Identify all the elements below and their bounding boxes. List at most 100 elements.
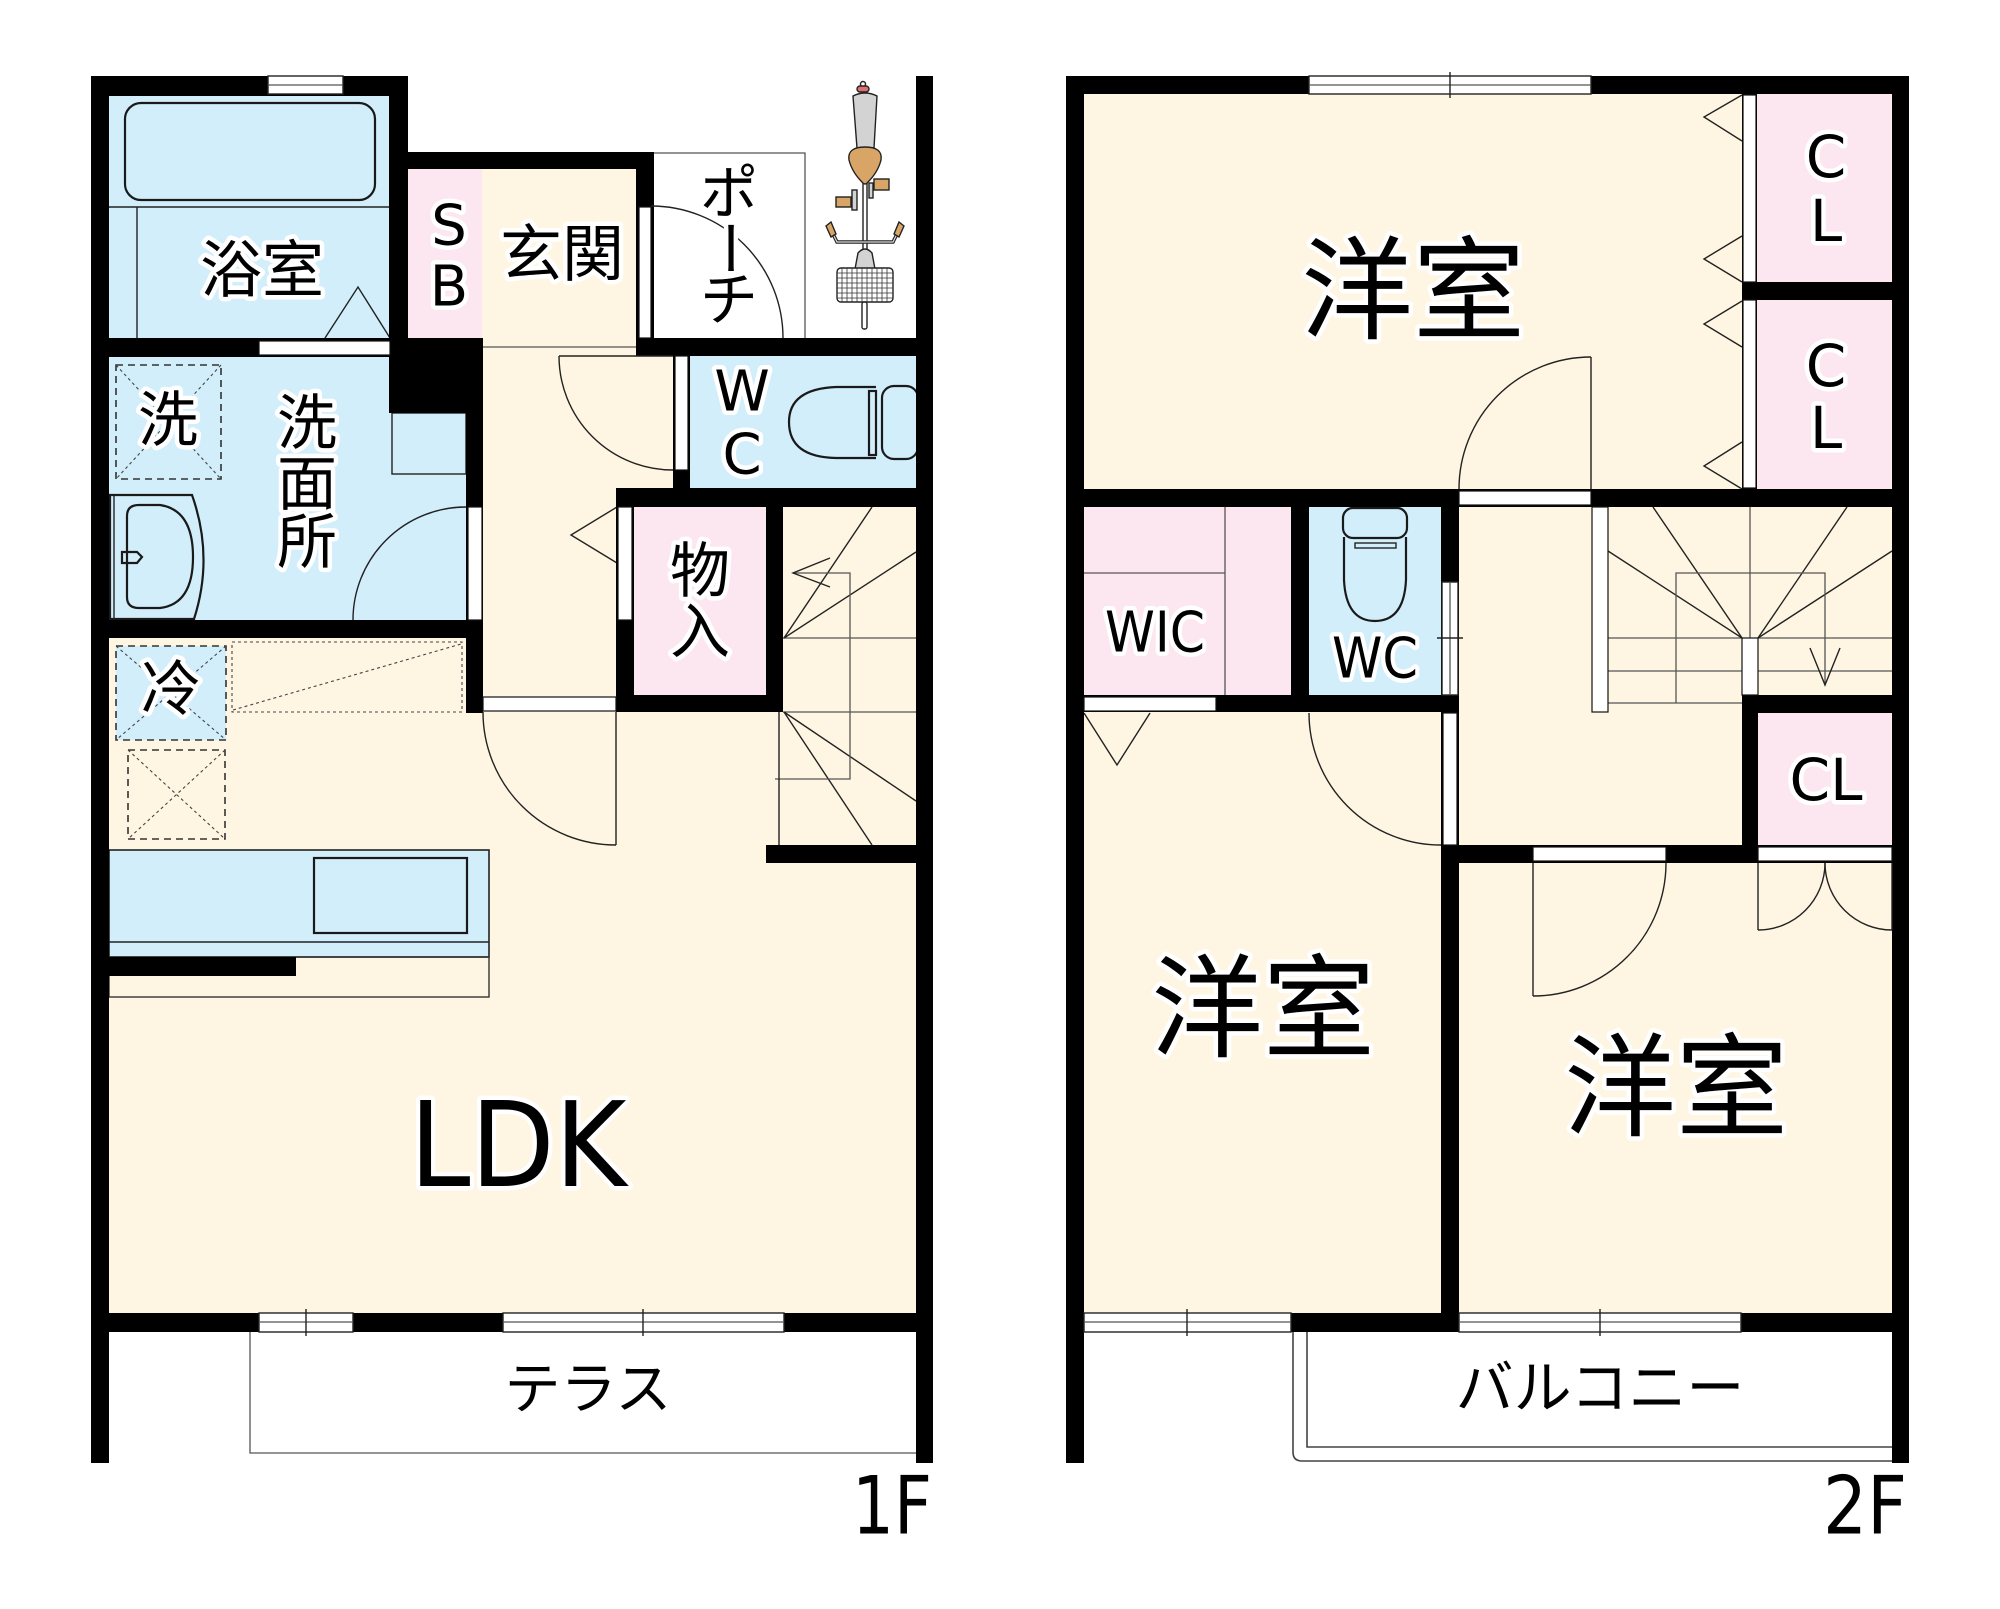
closet-3-floor	[1758, 713, 1892, 845]
label-toilet-1: W	[714, 360, 769, 425]
label-closet-1-c: C	[1806, 123, 1847, 191]
western-room-southeast-door-swing	[1532, 862, 1667, 997]
wall	[91, 76, 408, 96]
washing-machine-space	[115, 364, 222, 480]
ldk-door-swing	[482, 711, 617, 846]
label-balcony: バルコニー	[1456, 1354, 1745, 1422]
floor-2f: 洋室 C L C L WIC WC CL 洋室 洋室 バルコニー 2F	[1066, 72, 1909, 1553]
folding-door-marker	[1702, 94, 1743, 142]
western-room-southwest-floor	[1084, 712, 1441, 1313]
stair-handrail	[775, 572, 851, 780]
porch-outline	[654, 152, 806, 338]
bicycle-crank	[868, 182, 874, 199]
walk-in-closet-shelves	[1084, 507, 1226, 695]
washbasin-icon	[108, 493, 205, 621]
label-shoe-box-2: B	[430, 255, 468, 320]
wall	[389, 76, 408, 338]
bathtub-outline	[123, 101, 377, 202]
walk-in-closet-floor	[1084, 507, 1291, 695]
label-western-room-southwest: 洋室	[1151, 945, 1375, 1075]
window-ldk-large	[502, 1309, 785, 1336]
wall	[1066, 76, 1084, 1463]
bathtub-icon	[109, 101, 391, 339]
label-porch-3: チ	[700, 266, 758, 334]
bicycle-basket-grid	[837, 268, 893, 302]
kitchen	[108, 641, 490, 998]
wall	[766, 507, 783, 712]
bicycle-grip	[825, 220, 837, 239]
toilet-hinge	[1354, 542, 1397, 549]
upper-cabinet	[231, 641, 463, 713]
western-room-southeast-floor	[1459, 863, 1892, 1313]
appliance-space	[127, 749, 226, 840]
window-north	[1308, 72, 1592, 98]
wall	[1892, 76, 1909, 1463]
doors-2f	[1083, 94, 1893, 997]
refrigerator-diagonal	[115, 645, 227, 741]
bicycle-pedal	[835, 196, 852, 208]
stair-post	[1741, 637, 1759, 696]
storage-door-frame	[617, 506, 633, 621]
stair-handrail	[1675, 572, 1826, 703]
windows-2f	[1083, 72, 1742, 1336]
washroom-door-frame	[467, 506, 483, 621]
western-room-southeast-door-frame	[1532, 846, 1667, 862]
kitchen-sink-icon	[312, 856, 469, 935]
stair-post	[1591, 506, 1609, 713]
western-room-southwest-door-swing	[1308, 712, 1442, 846]
bicycle-crank	[851, 189, 858, 211]
stair-winder	[1607, 550, 1743, 639]
window-toilet	[1437, 581, 1463, 696]
folding-door-marker	[1702, 300, 1743, 348]
windows-1f	[258, 75, 785, 1336]
labels-2f: 洋室 C L C L WIC WC CL 洋室 洋室 バルコニー 2F	[1101, 119, 1908, 1553]
bicycle-handlebar	[829, 229, 901, 244]
wall	[1742, 695, 1758, 863]
appliance-diagonal	[127, 749, 226, 840]
label-toilet-2: C	[722, 423, 761, 488]
label-porch-1: ポ	[700, 159, 758, 227]
shoe-box-floor	[408, 169, 482, 338]
terrace-outline	[249, 1332, 916, 1454]
closet-1-floor	[1757, 94, 1892, 282]
wall	[616, 488, 933, 507]
floor-label-1f: 1F	[852, 1460, 932, 1553]
western-room-north-floor	[1084, 94, 1742, 489]
toilet-bowl	[787, 385, 876, 460]
label-western-room-southeast: 洋室	[1564, 1024, 1788, 1154]
label-toilet-2f: WC	[1332, 627, 1418, 692]
closet-3-door-swing-left	[1757, 862, 1826, 931]
floor-label-2f: 2F	[1823, 1460, 1907, 1553]
kitchen-partition-wall	[109, 957, 296, 976]
room-fills-2f	[1084, 94, 1892, 1313]
staircase-icon	[1607, 506, 1893, 704]
appliance-diagonal	[127, 749, 226, 840]
closet-3-door-swing-right	[1824, 862, 1893, 931]
label-entrance: 玄関	[500, 218, 624, 291]
entrance-floor	[482, 169, 636, 347]
wic-door-marker	[1083, 712, 1151, 767]
bicycle-reflector	[856, 85, 870, 93]
toilet-door-swing	[558, 355, 674, 471]
label-washroom-1: 洗	[277, 389, 337, 459]
closet-folding-door-markers	[1083, 94, 1743, 767]
window-bath	[267, 75, 344, 95]
label-bath: 浴室	[200, 234, 324, 307]
western-room-north-door-frame	[1458, 490, 1592, 506]
bicycle-rear-fender	[852, 92, 878, 149]
bath-door-marker	[324, 285, 391, 339]
doors-1f	[258, 205, 784, 846]
toilet-tank	[1341, 506, 1409, 540]
label-washroom-2: 面	[277, 450, 337, 520]
folding-door-marker	[1702, 441, 1743, 490]
window-ldk-small	[258, 1309, 354, 1336]
western-room-north-door-swing	[1458, 356, 1592, 490]
toilet-bowl	[1342, 537, 1408, 623]
label-terrace: テラス	[505, 1358, 672, 1423]
stair-arrow-icon	[1809, 647, 1841, 687]
label-refrigerator: 冷	[141, 655, 201, 725]
label-shoe-box-1: S	[431, 194, 467, 259]
label-washroom-3: 所	[277, 508, 337, 578]
folding-door-marker	[1702, 235, 1743, 283]
